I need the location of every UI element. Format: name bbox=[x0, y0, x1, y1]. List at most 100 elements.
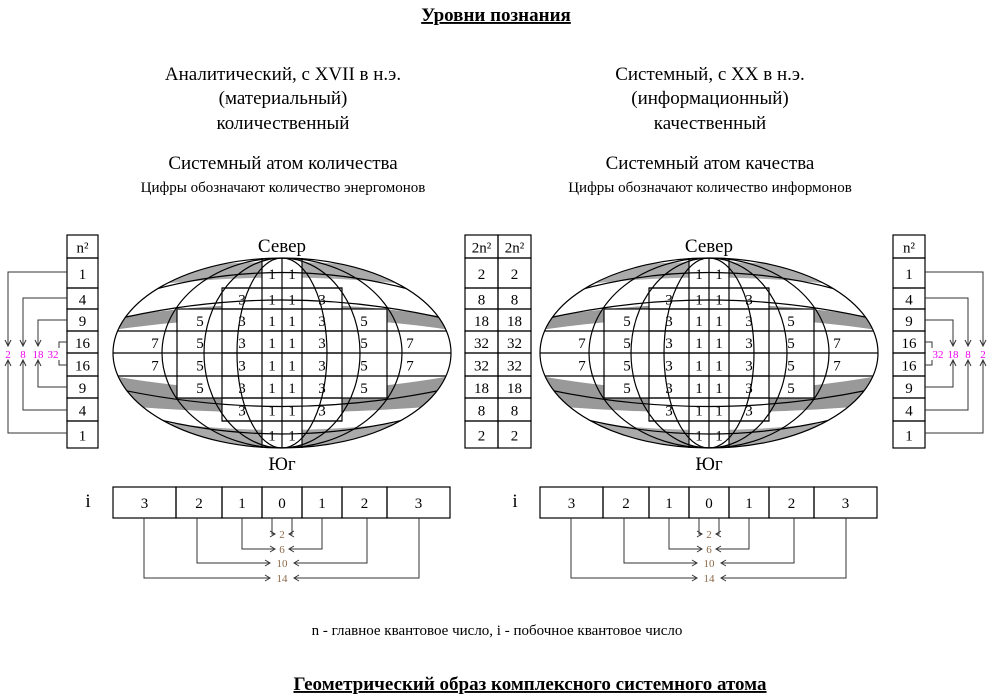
cell-value: 7 bbox=[578, 359, 586, 375]
table-value: 2 bbox=[478, 429, 486, 445]
table-value: 4 bbox=[79, 293, 87, 309]
i-value: 2 bbox=[361, 496, 369, 512]
i-label: i bbox=[85, 491, 90, 512]
table-value: 8 bbox=[478, 293, 486, 309]
right-south-label: Юг bbox=[695, 454, 723, 475]
i-sum-value: 2 bbox=[706, 529, 712, 541]
table-value: 9 bbox=[79, 314, 87, 330]
cell-value: 5 bbox=[623, 359, 631, 375]
left-atom-caption: Цифры обозначают количество энергомонов bbox=[141, 180, 426, 196]
footer-title: Геометрический образ комплексного систем… bbox=[293, 674, 767, 695]
i-value: 3 bbox=[415, 496, 423, 512]
i-sum-arrow bbox=[196, 518, 368, 567]
cell-value: 1 bbox=[715, 314, 723, 330]
table-cell bbox=[66, 420, 99, 449]
cell-value: 5 bbox=[623, 381, 631, 397]
cell-value: 3 bbox=[665, 404, 673, 420]
shell-sum: 8 bbox=[965, 349, 971, 361]
cell-value: 5 bbox=[623, 336, 631, 352]
cell-value: 3 bbox=[318, 336, 326, 352]
cell-value: 3 bbox=[745, 314, 753, 330]
table-value: 8 bbox=[511, 404, 519, 420]
cell-value: 3 bbox=[238, 314, 246, 330]
table-header: 2n² bbox=[472, 241, 492, 257]
cell-value: 3 bbox=[665, 314, 673, 330]
i-sum-arrow bbox=[696, 518, 722, 538]
table-value: 1 bbox=[79, 267, 87, 283]
shell-arrow bbox=[58, 341, 67, 366]
cell-value: 3 bbox=[665, 336, 673, 352]
right-heading-1: Системный, с XX в н.э. bbox=[615, 64, 805, 85]
i-sum-arrow bbox=[269, 518, 295, 538]
right-heading-2: (информационный) bbox=[631, 88, 788, 109]
cell-value: 7 bbox=[151, 336, 159, 352]
cell-value: 5 bbox=[360, 359, 368, 375]
cell-value: 5 bbox=[787, 381, 795, 397]
cell-value: 1 bbox=[715, 293, 723, 309]
i-sum-value: 6 bbox=[706, 544, 712, 556]
table-value: 18 bbox=[507, 314, 522, 330]
i-sum-arrow bbox=[623, 518, 795, 567]
table-cell bbox=[892, 420, 926, 449]
globe-outline bbox=[112, 257, 452, 449]
i-sum-arrow bbox=[143, 518, 420, 582]
cell-value: 3 bbox=[238, 404, 246, 420]
i-value: 1 bbox=[745, 496, 753, 512]
left-south-label: Юг bbox=[268, 454, 296, 475]
cell-value: 3 bbox=[238, 359, 246, 375]
i-value: 2 bbox=[195, 496, 203, 512]
page-title: Уровни познания bbox=[421, 5, 571, 26]
shell-sum: 2 bbox=[980, 349, 986, 361]
table-value: 9 bbox=[79, 381, 87, 397]
cell-value: 1 bbox=[288, 359, 296, 375]
meridian-arc bbox=[630, 258, 788, 448]
i-value: 1 bbox=[318, 496, 326, 512]
cell-value: 1 bbox=[715, 404, 723, 420]
shell-sum: 2 bbox=[5, 349, 11, 361]
shell-arrow bbox=[34, 319, 67, 388]
table-value: 4 bbox=[905, 293, 913, 309]
table-value: 4 bbox=[79, 404, 87, 420]
i-value: 3 bbox=[842, 496, 850, 512]
i-sum-arrow bbox=[668, 518, 750, 553]
table-value: 18 bbox=[474, 381, 489, 397]
cell-value: 1 bbox=[288, 336, 296, 352]
table-value: 1 bbox=[79, 429, 87, 445]
table-value: 1 bbox=[905, 429, 913, 445]
table-header: n² bbox=[77, 241, 90, 257]
cell-value: 1 bbox=[695, 267, 703, 283]
table-value: 16 bbox=[75, 336, 91, 352]
table-value: 8 bbox=[511, 293, 519, 309]
cell-value: 3 bbox=[665, 293, 673, 309]
cell-value: 7 bbox=[833, 359, 841, 375]
cell-value: 3 bbox=[745, 381, 753, 397]
shell-arrow bbox=[925, 319, 957, 388]
shell-sum: 18 bbox=[948, 349, 960, 361]
cell-value: 1 bbox=[695, 429, 703, 445]
cell-value: 1 bbox=[695, 359, 703, 375]
cell-value: 1 bbox=[288, 314, 296, 330]
i-value: 1 bbox=[665, 496, 673, 512]
left-heading-1: Аналитический, с XVII в н.э. bbox=[165, 64, 401, 85]
table-value: 2 bbox=[478, 267, 486, 283]
i-label: i bbox=[512, 491, 517, 512]
left-heading-3: количественный bbox=[217, 113, 350, 134]
cell-value: 1 bbox=[268, 336, 276, 352]
cell-value: 5 bbox=[360, 314, 368, 330]
cell-value: 3 bbox=[318, 404, 326, 420]
i-value: 0 bbox=[278, 496, 286, 512]
i-value: 3 bbox=[568, 496, 576, 512]
table-value: 18 bbox=[474, 314, 489, 330]
cell-value: 5 bbox=[196, 314, 204, 330]
i-sum-value: 14 bbox=[277, 573, 289, 585]
right-heading-3: качественный bbox=[654, 113, 766, 134]
i-value: 1 bbox=[238, 496, 246, 512]
meridian-arc bbox=[203, 258, 361, 448]
cell-value: 5 bbox=[787, 314, 795, 330]
cell-value: 1 bbox=[268, 359, 276, 375]
cell-value: 7 bbox=[833, 336, 841, 352]
cell-value: 3 bbox=[318, 359, 326, 375]
